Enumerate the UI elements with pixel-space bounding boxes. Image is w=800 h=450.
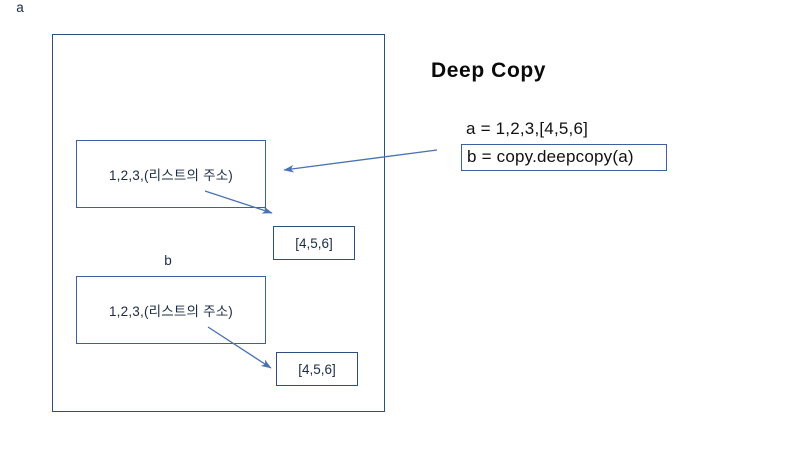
variable-box-b: 1,2,3,(리스트의 주소) — [76, 276, 266, 344]
code-line-deepcopy: b = copy.deepcopy(a) — [461, 144, 667, 171]
variable-box-a: 1,2,3,(리스트의 주소) — [76, 140, 266, 208]
variable-label-a: a — [16, 0, 24, 15]
list-box-a: [4,5,6] — [273, 226, 355, 260]
variable-box-b-text: 1,2,3,(리스트의 주소) — [108, 304, 234, 319]
list-box-a-text: [4,5,6] — [295, 235, 333, 251]
variable-label-b: b — [164, 253, 172, 268]
page-title: Deep Copy — [431, 59, 547, 82]
list-box-b-text: [4,5,6] — [298, 361, 336, 377]
code-line-assignment: a = 1,2,3,[4,5,6] — [466, 119, 589, 138]
variable-box-a-text: 1,2,3,(리스트의 주소) — [108, 168, 234, 183]
list-box-b: [4,5,6] — [276, 352, 358, 386]
